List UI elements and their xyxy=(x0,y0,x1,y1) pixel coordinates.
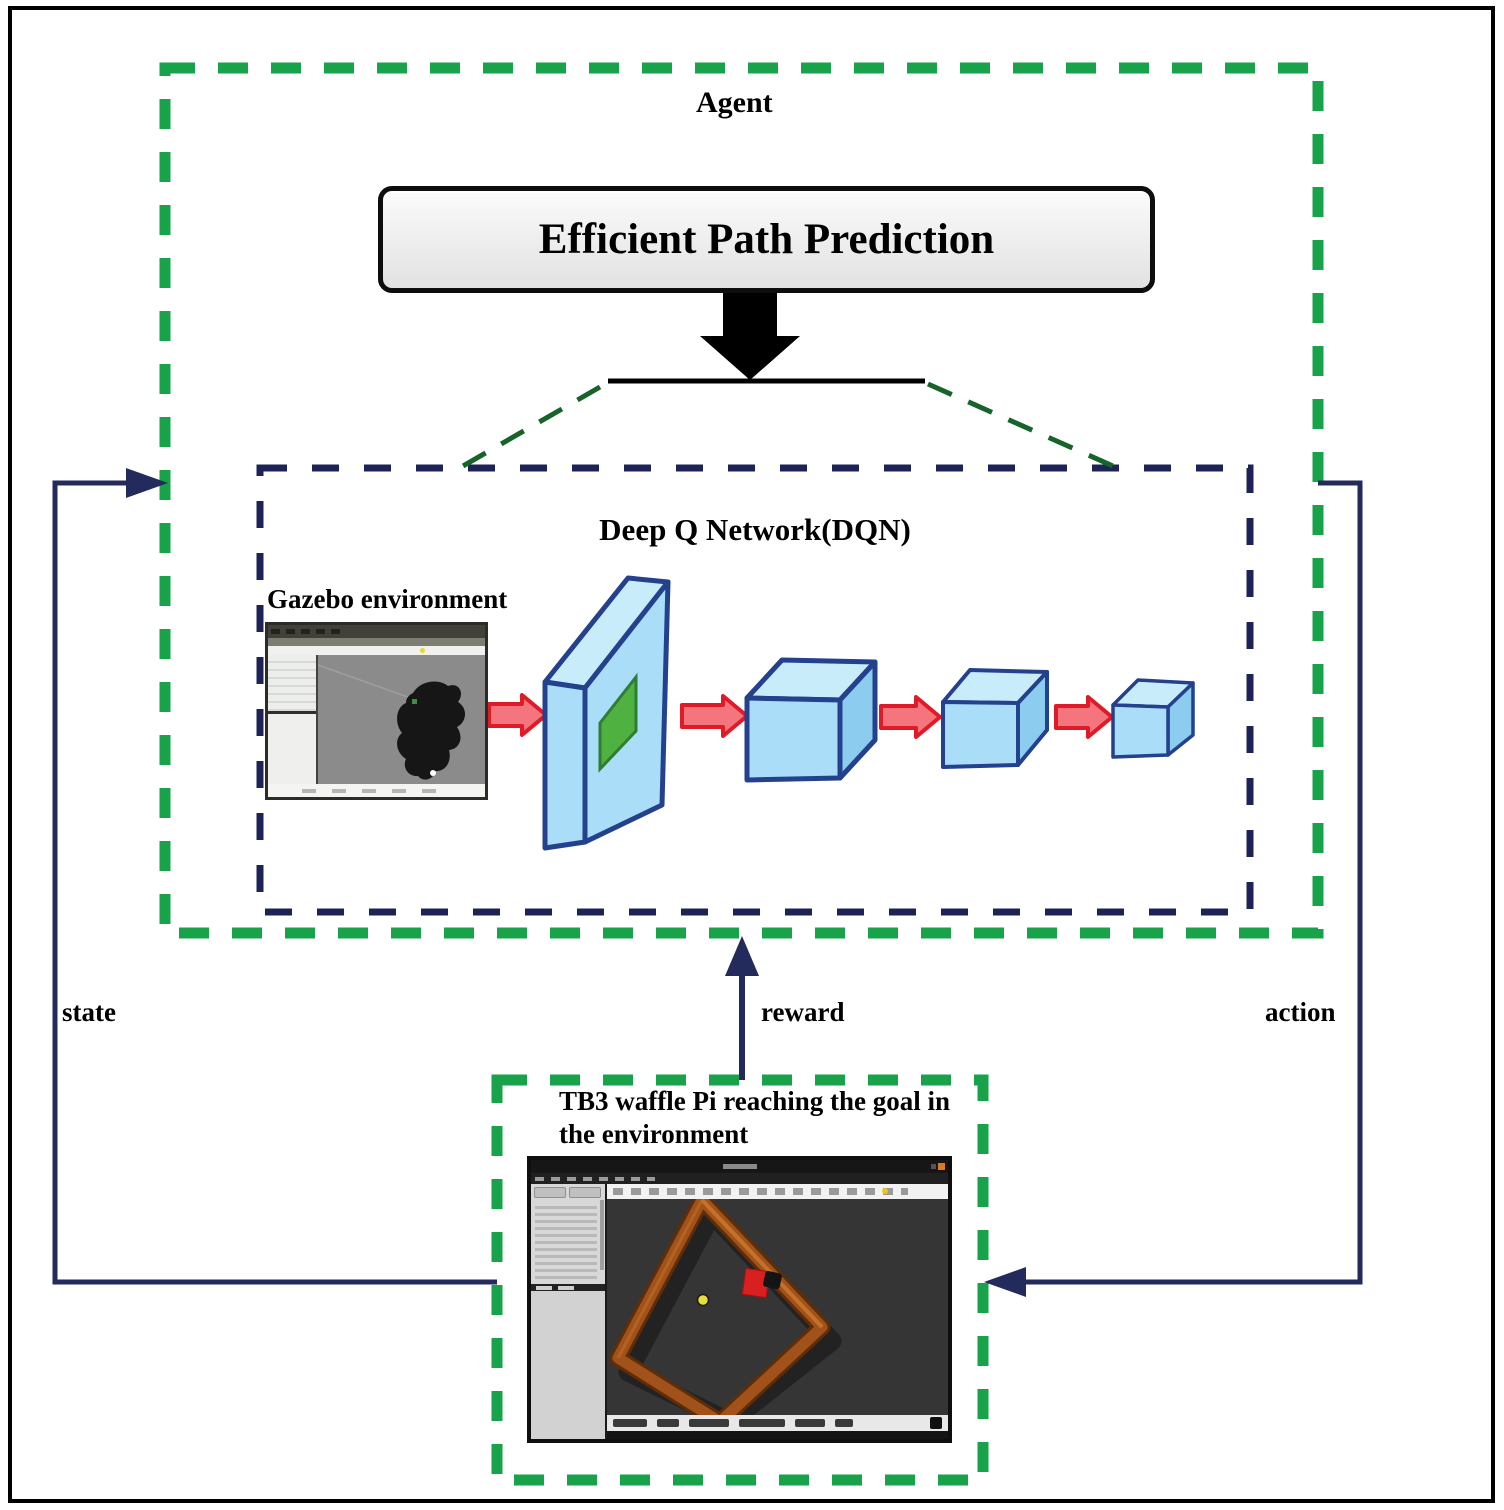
status-placeholder xyxy=(301,788,452,793)
conv-cube-3 xyxy=(1111,678,1195,759)
tree-items-placeholder xyxy=(535,1202,597,1280)
playback-segment xyxy=(657,1419,679,1427)
tb3-gazebo-window xyxy=(527,1156,952,1443)
epp-box-label: Efficient Path Prediction xyxy=(538,216,995,263)
menu-bar xyxy=(531,1173,948,1184)
viewport-topdown xyxy=(318,655,485,784)
epp-to-dqn-arrow xyxy=(700,293,800,380)
conv-arrow-3 xyxy=(879,695,942,739)
dqn-expansion-connector xyxy=(461,378,1115,469)
state-flow-line xyxy=(52,468,497,1285)
window-title-bar xyxy=(531,1160,948,1173)
window-close-icon xyxy=(938,1163,945,1170)
toolbar-icons-placeholder xyxy=(613,1188,908,1195)
goal-point xyxy=(696,1293,710,1307)
tb3-robot xyxy=(763,1271,782,1290)
efficient-path-prediction-box: Efficient Path Prediction xyxy=(378,186,1155,293)
viewport-3d xyxy=(607,1199,948,1415)
viewport-toolbar xyxy=(607,1184,948,1199)
dqn-boundary xyxy=(256,464,1254,916)
panel-section-top xyxy=(268,655,316,714)
reward-arrowhead xyxy=(725,936,759,976)
action-arrowhead xyxy=(984,1267,1026,1297)
divider-button xyxy=(558,1285,574,1290)
figure-border xyxy=(8,6,1495,1503)
panel-lower-area xyxy=(531,1291,605,1439)
window-bottom-strip xyxy=(607,1431,948,1439)
conv-cube-1 xyxy=(744,657,878,783)
playback-segment xyxy=(795,1419,825,1427)
window-status-bar xyxy=(268,784,485,797)
feature-map xyxy=(598,672,638,773)
playback-bar xyxy=(607,1415,948,1431)
window-body xyxy=(268,655,485,784)
world-tree-panel xyxy=(268,655,318,784)
panel-tab xyxy=(569,1187,601,1198)
map-blob-graphic xyxy=(318,664,466,780)
toolbar-dot-icon xyxy=(420,648,425,653)
playback-segment xyxy=(835,1419,853,1427)
toolbar-dot-icon xyxy=(882,1188,888,1194)
playback-end-icon xyxy=(930,1417,942,1429)
conv-arrow-4 xyxy=(1054,695,1114,739)
window-title-placeholder xyxy=(722,1164,757,1169)
playback-segment xyxy=(689,1419,729,1427)
playback-segment xyxy=(739,1419,785,1427)
conv-arrow-1 xyxy=(487,693,548,737)
panel-divider xyxy=(531,1284,605,1291)
arena-graphic xyxy=(609,1199,842,1415)
action-flow-line xyxy=(984,480,1363,1297)
state-arrowhead xyxy=(126,468,168,498)
gazebo-environment-window xyxy=(265,622,488,800)
conv-arrows xyxy=(487,693,1114,739)
window-title-bar xyxy=(268,625,485,638)
obstacle-blob xyxy=(397,681,466,780)
panel-scrollbar xyxy=(600,1200,604,1270)
environment-label-line2: the environment xyxy=(559,1119,749,1149)
goal-dot xyxy=(430,770,436,776)
window-toolbar-strip xyxy=(268,638,485,646)
reward-edge-label: reward xyxy=(761,997,845,1027)
main-column xyxy=(607,1184,948,1439)
window-menu-placeholder xyxy=(271,629,341,634)
state-edge-label: state xyxy=(62,997,116,1027)
menu-items-placeholder xyxy=(535,1176,655,1181)
panel-tabs xyxy=(531,1184,605,1200)
world-tree-panel xyxy=(531,1184,607,1439)
environment-label-line1: TB3 waffle Pi reaching the goal in xyxy=(559,1086,950,1116)
playback-segment xyxy=(613,1419,647,1427)
divider-button xyxy=(536,1285,552,1290)
robot-marker xyxy=(412,699,417,704)
panel-section-bottom xyxy=(268,714,316,784)
wooden-frame xyxy=(609,1199,831,1415)
environment-label: TB3 waffle Pi reaching the goal in the e… xyxy=(559,1085,950,1151)
reward-arrow xyxy=(725,936,759,1080)
dqn-title: Deep Q Network(DQN) xyxy=(599,512,911,547)
gazebo-window-label: Gazebo environment xyxy=(267,584,508,614)
window-icon-strip xyxy=(268,646,485,655)
action-edge-label: action xyxy=(1265,997,1336,1027)
conv-arrow-2 xyxy=(680,694,749,738)
panel-tab xyxy=(534,1187,566,1198)
agent-label: Agent xyxy=(696,86,773,119)
conv-cube-2 xyxy=(941,668,1049,769)
window-body xyxy=(531,1184,948,1439)
window-control-icon xyxy=(931,1164,936,1169)
environment-boundary xyxy=(491,1074,989,1486)
